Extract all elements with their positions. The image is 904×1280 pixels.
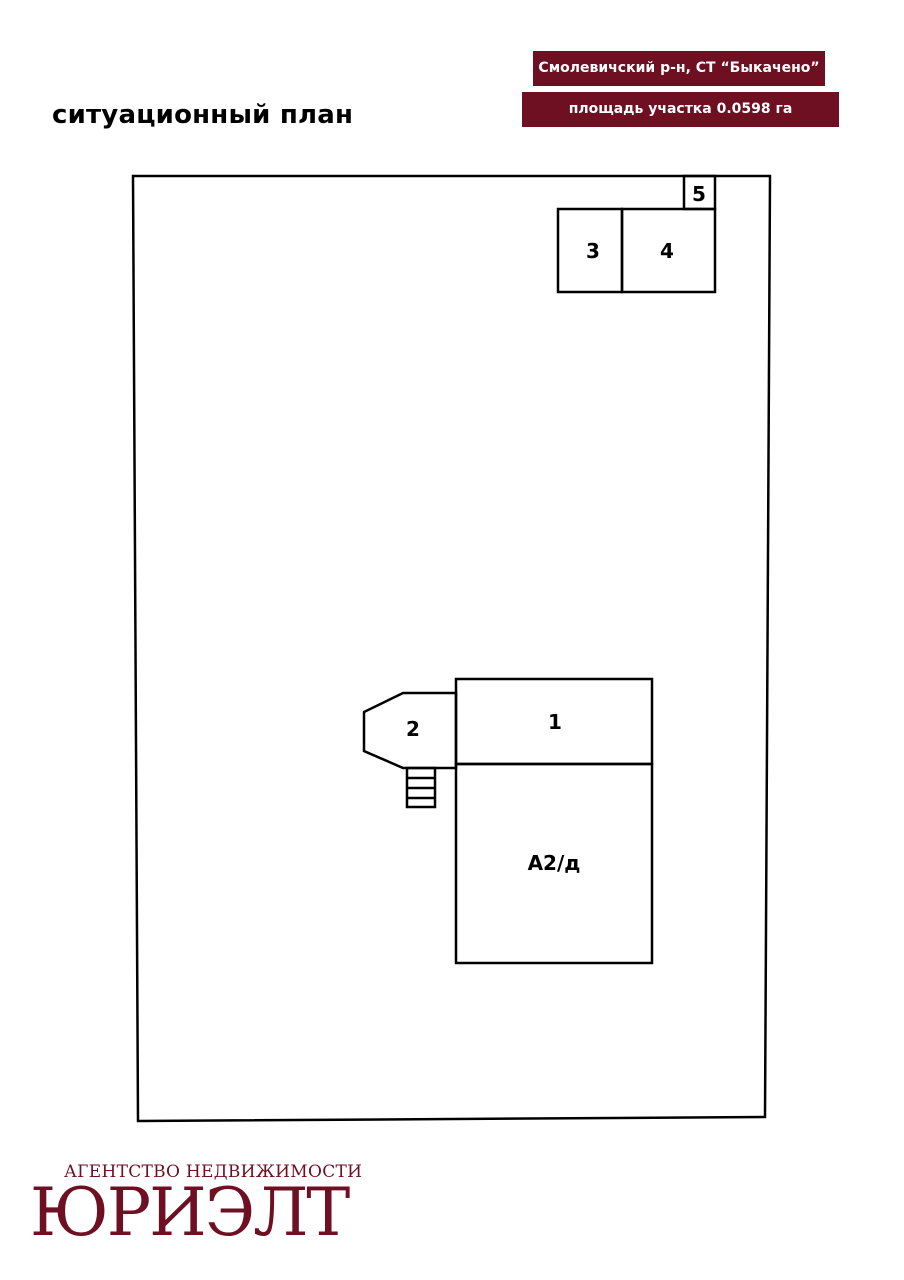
building-4-label: 4 [660, 239, 674, 263]
building-2-outline [362, 691, 458, 770]
building-5-label: 5 [692, 182, 706, 206]
plot-boundary [131, 174, 772, 1123]
building-5-outline [682, 174, 717, 211]
house-label: А2/д [528, 851, 581, 875]
area-badge: площадь участка 0.0598 га [522, 92, 839, 127]
building-3-label: 3 [586, 239, 600, 263]
agency-subtitle: АГЕНТСТВО НЕДВИЖИМОСТИ [64, 1162, 363, 1182]
page-title: ситуационный план [52, 100, 354, 130]
house-outline [454, 762, 654, 965]
building-2-label: 2 [406, 717, 420, 741]
location-badge: Смолевичский р-н, СТ “Быкачено” [533, 51, 825, 86]
building-1-label: 1 [548, 710, 562, 734]
agency-logo-text: ЮРИЭЛТ [30, 1174, 350, 1251]
building-4-outline [620, 207, 717, 294]
